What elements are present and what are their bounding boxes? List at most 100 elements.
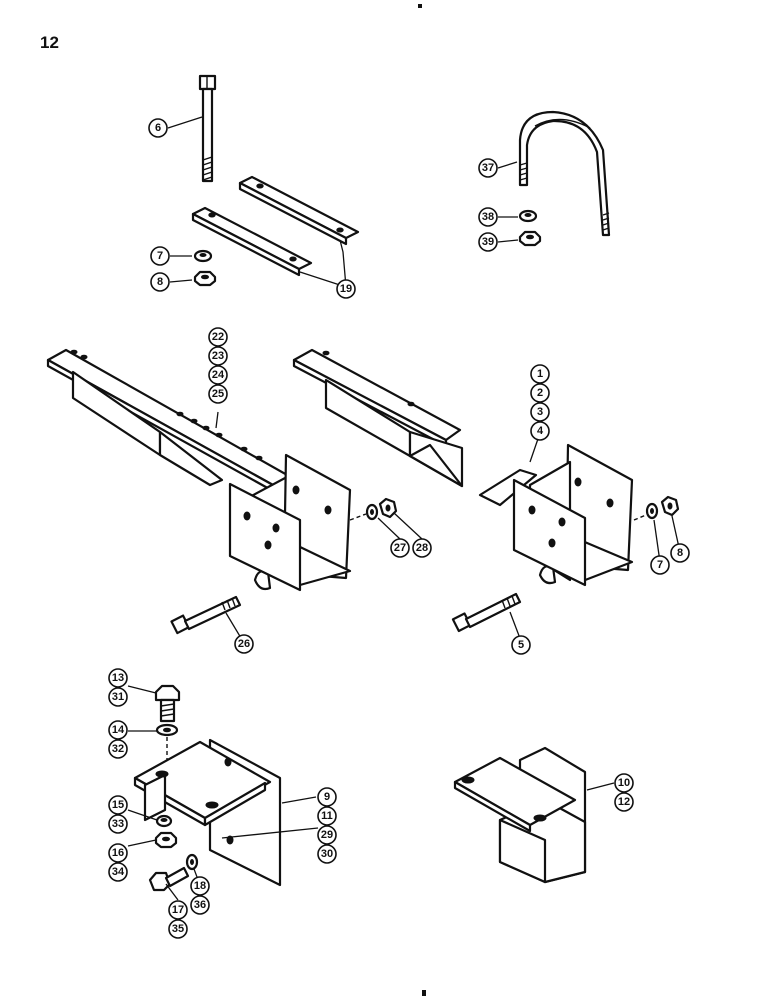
svg-text:39: 39 <box>482 236 494 248</box>
svg-text:24: 24 <box>212 369 225 381</box>
callout-17: 17 <box>168 900 188 920</box>
svg-text:36: 36 <box>194 899 206 911</box>
lock-washer-7 <box>193 249 213 263</box>
callout-15: 15 <box>108 795 128 815</box>
strap-plate-back <box>238 175 360 246</box>
svg-text:2: 2 <box>537 387 543 399</box>
svg-text:1: 1 <box>537 368 543 380</box>
callout-35: 35 <box>168 919 188 939</box>
callout-18: 18 <box>190 876 210 896</box>
frame-rail-short <box>292 348 464 488</box>
callout-7-right: 7 <box>650 555 670 575</box>
svg-text:37: 37 <box>482 162 494 174</box>
callout-2: 2 <box>530 383 550 403</box>
lock-washer-15 <box>155 814 173 828</box>
svg-text:19: 19 <box>340 283 352 295</box>
svg-text:7: 7 <box>157 250 163 262</box>
flat-washer-14 <box>155 723 179 737</box>
callout-5: 5 <box>511 635 531 655</box>
hex-nut-8 <box>193 270 217 287</box>
bolt-26 <box>170 595 242 635</box>
cap-screw-17 <box>148 866 190 892</box>
svg-text:25: 25 <box>212 388 224 400</box>
callout-38: 38 <box>478 207 498 227</box>
hex-nut-28 <box>378 497 398 519</box>
callout-25: 25 <box>208 384 228 404</box>
svg-text:33: 33 <box>112 818 124 830</box>
callout-13: 13 <box>108 668 128 688</box>
svg-text:5: 5 <box>518 639 524 651</box>
callout-11: 11 <box>317 806 337 826</box>
callout-14: 14 <box>108 720 128 740</box>
callout-6: 6 <box>148 118 168 138</box>
bottom-scan-mark <box>422 990 426 996</box>
callout-10: 10 <box>614 773 634 793</box>
lock-washer-38 <box>518 209 538 223</box>
mounting-bracket-left <box>228 453 352 592</box>
callout-12: 12 <box>614 792 634 812</box>
channel-bracket <box>453 746 587 884</box>
callout-7-top: 7 <box>150 246 170 266</box>
svg-text:6: 6 <box>155 122 161 134</box>
svg-text:31: 31 <box>112 691 124 703</box>
svg-text:23: 23 <box>212 350 224 362</box>
svg-text:17: 17 <box>172 904 184 916</box>
svg-text:28: 28 <box>416 542 428 554</box>
hex-nut-8-right <box>660 495 680 517</box>
svg-text:7: 7 <box>657 559 663 571</box>
svg-text:11: 11 <box>321 810 333 822</box>
callout-24: 24 <box>208 365 228 385</box>
callout-22: 22 <box>208 327 228 347</box>
callout-1: 1 <box>530 364 550 384</box>
callout-23: 23 <box>208 346 228 366</box>
svg-text:4: 4 <box>537 425 544 437</box>
svg-text:12: 12 <box>618 796 630 808</box>
callout-32: 32 <box>108 739 128 759</box>
svg-text:14: 14 <box>112 724 125 736</box>
cap-screw-13 <box>154 684 181 723</box>
svg-text:16: 16 <box>112 847 124 859</box>
callout-8-top: 8 <box>150 272 170 292</box>
top-scan-mark <box>418 4 422 8</box>
svg-text:13: 13 <box>112 672 124 684</box>
callout-30: 30 <box>317 844 337 864</box>
svg-text:26: 26 <box>238 638 250 650</box>
svg-text:27: 27 <box>394 542 406 554</box>
callout-3: 3 <box>530 402 550 422</box>
rail-holes <box>70 349 263 461</box>
lock-washer-27 <box>365 503 379 521</box>
svg-text:32: 32 <box>112 743 124 755</box>
hex-nut-16 <box>154 831 178 849</box>
callout-19: 19 <box>336 279 356 299</box>
callout-16: 16 <box>108 843 128 863</box>
svg-text:8: 8 <box>157 276 163 288</box>
lock-washer-18 <box>185 853 199 871</box>
callout-28: 28 <box>412 538 432 558</box>
strap-plate-front <box>191 206 313 277</box>
callout-34: 34 <box>108 862 128 882</box>
callout-33: 33 <box>108 814 128 834</box>
callout-36: 36 <box>190 895 210 915</box>
callout-26: 26 <box>234 634 254 654</box>
callout-9: 9 <box>317 787 337 807</box>
lock-washer-7-right <box>645 502 659 520</box>
callout-27: 27 <box>390 538 410 558</box>
u-bolt <box>518 110 611 237</box>
page-number: 12 <box>40 33 59 52</box>
svg-text:18: 18 <box>194 880 206 892</box>
frame-rail-long <box>46 348 298 498</box>
mounting-bracket-right <box>478 443 634 587</box>
leader-lines <box>127 116 681 901</box>
svg-text:29: 29 <box>321 829 333 841</box>
angle-bracket <box>133 738 282 887</box>
svg-text:15: 15 <box>112 799 124 811</box>
svg-text:9: 9 <box>324 791 330 803</box>
callout-37: 37 <box>478 158 498 178</box>
long-bolt <box>198 74 217 183</box>
svg-text:3: 3 <box>537 406 543 418</box>
callout-31: 31 <box>108 687 128 707</box>
svg-text:10: 10 <box>618 777 630 789</box>
svg-text:8: 8 <box>677 547 683 559</box>
callout-39: 39 <box>478 232 498 252</box>
